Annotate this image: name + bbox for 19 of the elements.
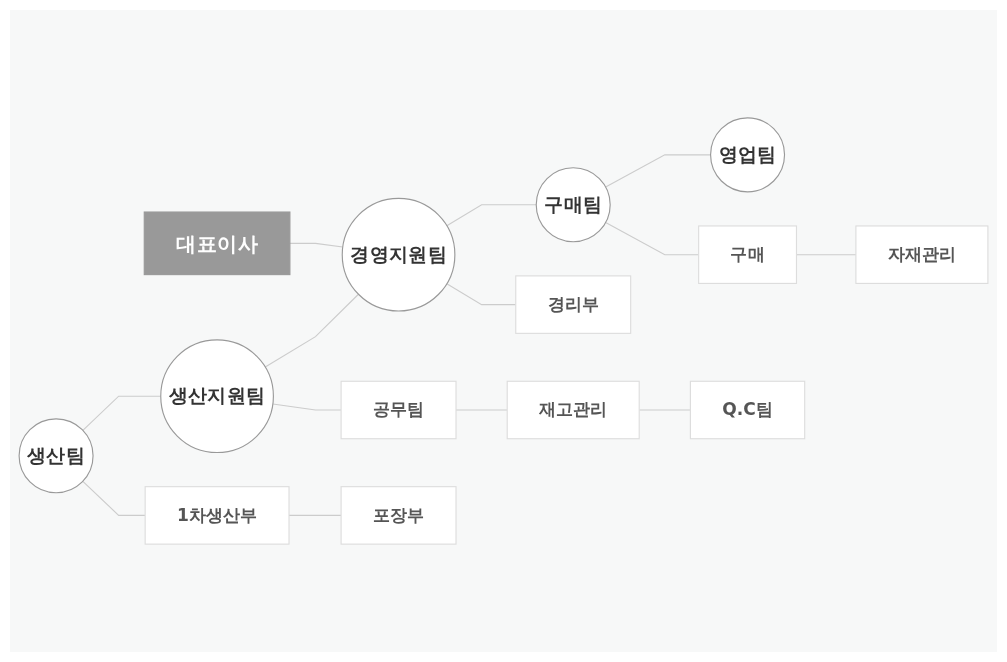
node-circle: 생산지원팀 <box>160 339 274 454</box>
node-circle: 구매팀 <box>535 167 611 243</box>
node-circle: 생산팀 <box>18 418 94 494</box>
node-box: Q.C팀 <box>689 380 806 440</box>
connector <box>82 480 146 516</box>
node-box: 경리부 <box>515 275 632 334</box>
node-box: 자재관리 <box>855 225 989 284</box>
node-circle: 영업팀 <box>710 117 786 193</box>
node-box: 공무팀 <box>340 380 457 440</box>
node-box: 재고관리 <box>506 380 640 440</box>
node-circle: 경영지원팀 <box>341 197 456 312</box>
connector <box>264 293 360 368</box>
connector <box>272 403 342 411</box>
node-box: 1차생산부 <box>144 486 290 545</box>
connector <box>289 242 344 248</box>
node-box: 구매 <box>698 225 798 284</box>
connector <box>446 204 537 227</box>
node-box: 포장부 <box>340 486 457 545</box>
node-box: 대표이사 <box>143 211 291 276</box>
